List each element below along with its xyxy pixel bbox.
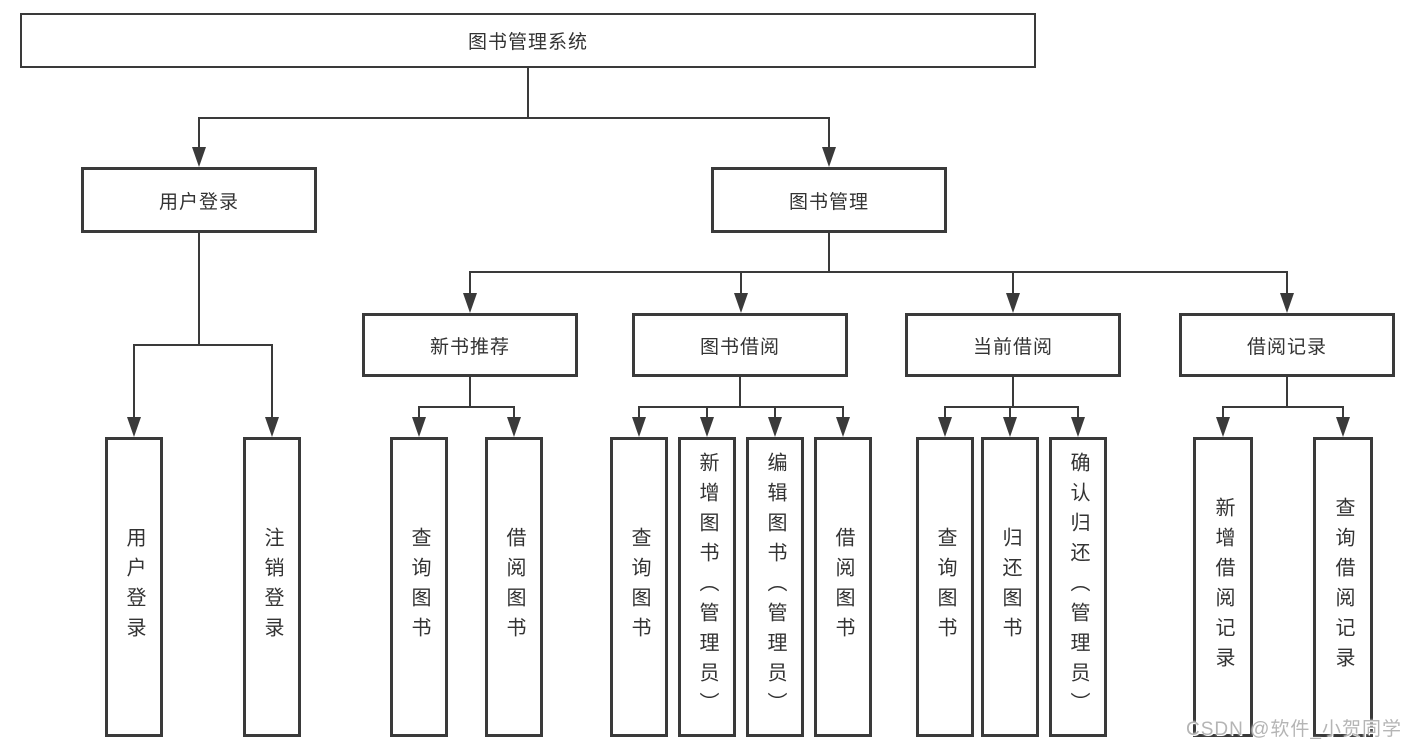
edge-leaf10-arrow [1003,417,1017,437]
node-current-borrow: 当前借阅 [905,313,1121,377]
edge-leaf1-arrow [127,417,141,437]
csdn-watermark: CSDN @软件_小贺同学 [1186,719,1402,740]
node-user-login-label: 用户登录 [158,191,239,213]
edge-records-arrow [1280,293,1294,313]
edge-leaf2-arrow [265,417,279,437]
leaf-add-book-admin: 新增图书（管理员） [678,437,736,737]
edge-current-branch-line [944,406,1079,408]
leaf-logout-login-label: 注销登录 [261,527,283,647]
node-borrow-records-label: 借阅记录 [1246,336,1327,358]
leaf-borrow-book-newrec-label: 借阅图书 [503,527,525,647]
edge-leaf13-stem [1342,407,1344,419]
edge-book-mgmt-down [828,233,830,272]
leaf-user-login: 用户登录 [105,437,163,737]
node-book-borrow: 图书借阅 [632,313,848,377]
edge-leaf6-arrow [700,417,714,437]
edge-book-mgmt-stem [828,118,830,150]
leaf-borrow-book-label: 借阅图书 [832,527,854,647]
leaf-query-borrow-record: 查询借阅记录 [1313,437,1373,737]
edge-newrec-branch-line [418,406,515,408]
edge-user-login-down [198,233,200,345]
edge-leaf11-stem [1077,407,1079,419]
node-current-borrow-label: 当前借阅 [972,336,1053,358]
edge-current-stem [1012,272,1014,294]
edge-borrow-down [739,377,741,407]
edge-leaf9-stem [944,407,946,419]
edge-borrow-stem [740,272,742,294]
leaf-add-borrow-record: 新增借阅记录 [1193,437,1253,737]
node-book-management-label: 图书管理 [788,191,869,213]
leaf-borrow-book-newrec: 借阅图书 [485,437,543,737]
edge-borrow-branch-line [638,406,844,408]
leaf-query-book-newrec-label: 查询图书 [408,527,430,647]
edge-leaf4-stem [513,407,515,419]
edge-leaf12-arrow [1216,417,1230,437]
edge-leaf1-stem [133,345,135,420]
edge-borrow-arrow [734,293,748,313]
edge-leaf6-stem [706,407,708,419]
leaf-query-book-borrow: 查询图书 [610,437,668,737]
edge-book-mgmt-arrow [822,147,836,167]
node-book-management: 图书管理 [711,167,947,233]
edge-user-login-branch-line [133,344,273,346]
edge-root-branch-line [198,117,830,119]
node-borrow-records: 借阅记录 [1179,313,1395,377]
edge-book-mgmt-branch-line [469,271,1288,273]
node-root-label: 图书管理系统 [467,32,588,53]
node-new-book-recommend-label: 新书推荐 [429,336,510,358]
leaf-query-book-newrec: 查询图书 [390,437,448,737]
edge-current-arrow [1006,293,1020,313]
leaf-return-book-label: 归还图书 [999,527,1021,647]
edge-records-branch-line [1222,406,1344,408]
edge-records-stem [1286,272,1288,294]
node-user-login: 用户登录 [81,167,317,233]
edge-leaf10-stem [1009,407,1011,419]
leaf-add-book-admin-label: 新增图书（管理员） [696,452,718,722]
leaf-edit-book-admin: 编辑图书（管理员） [746,437,804,737]
edge-leaf12-stem [1222,407,1224,419]
edge-root-stem [527,68,529,118]
leaf-query-book-current-label: 查询图书 [934,527,956,647]
edge-leaf4-arrow [507,417,521,437]
edge-user-login-stem [198,118,200,150]
leaf-add-borrow-record-label: 新增借阅记录 [1212,497,1234,677]
edge-user-login-arrow [192,147,206,167]
node-book-borrow-label: 图书借阅 [699,336,780,358]
edge-leaf3-stem [418,407,420,419]
edge-leaf5-arrow [632,417,646,437]
edge-leaf7-arrow [768,417,782,437]
edge-leaf8-arrow [836,417,850,437]
leaf-query-book-current: 查询图书 [916,437,974,737]
edge-leaf13-arrow [1336,417,1350,437]
edge-newrec-arrow [463,293,477,313]
leaf-borrow-book: 借阅图书 [814,437,872,737]
edge-newrec-stem [469,272,471,294]
edge-newrec-down [469,377,471,407]
edge-leaf2-stem [271,345,273,420]
node-new-book-recommend: 新书推荐 [362,313,578,377]
leaf-return-book: 归还图书 [981,437,1039,737]
leaf-query-borrow-record-label: 查询借阅记录 [1332,497,1354,677]
leaf-confirm-return-admin-label: 确认归还（管理员） [1067,452,1089,722]
edge-leaf11-arrow [1071,417,1085,437]
leaf-confirm-return-admin: 确认归还（管理员） [1049,437,1107,737]
edge-leaf5-stem [638,407,640,419]
leaf-edit-book-admin-label: 编辑图书（管理员） [764,452,786,722]
edge-leaf3-arrow [412,417,426,437]
leaf-query-book-borrow-label: 查询图书 [628,527,650,647]
leaf-user-login-label: 用户登录 [123,527,145,647]
edge-records-down [1286,377,1288,407]
edge-leaf8-stem [842,407,844,419]
leaf-logout-login: 注销登录 [243,437,301,737]
edge-leaf9-arrow [938,417,952,437]
edge-leaf7-stem [774,407,776,419]
edge-current-down [1012,377,1014,407]
node-root: 图书管理系统 [20,13,1036,68]
